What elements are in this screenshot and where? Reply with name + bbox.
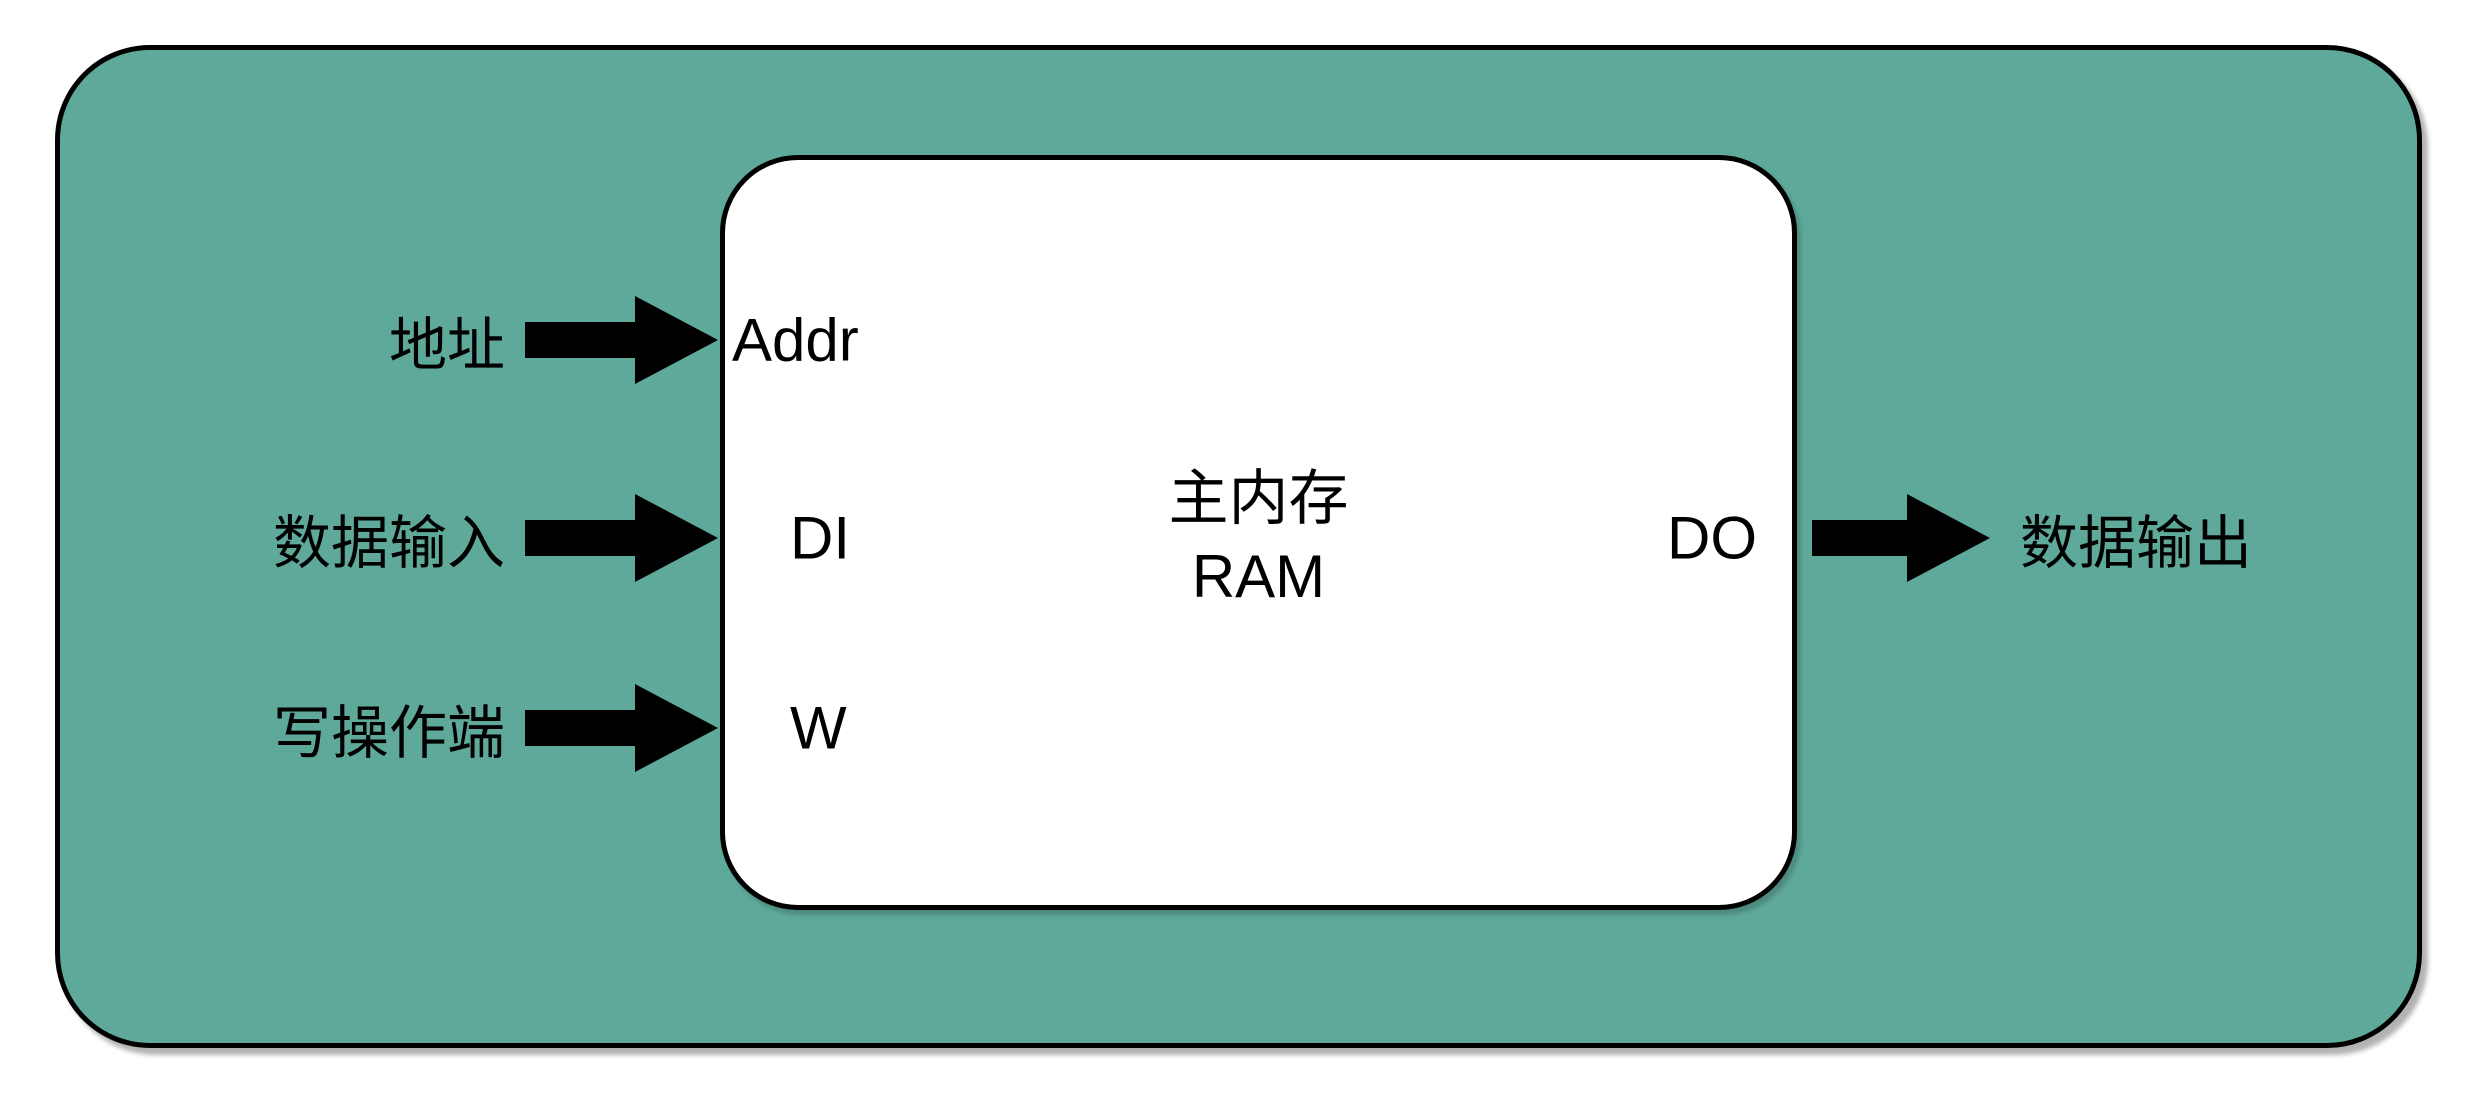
port-label-addr: Addr [732, 306, 859, 374]
ram-title-line2: RAM [1191, 543, 1326, 610]
ram-title-line1: 主内存 [1168, 465, 1349, 532]
input-label-address: 地址 [388, 313, 505, 378]
arrow-right-icon [1812, 492, 1992, 584]
input-label-data-in: 数据输入 [272, 511, 505, 576]
port-label-w: W [790, 694, 847, 762]
arrow-right-icon [525, 492, 720, 584]
output-row-data-out: 数据输出 [1812, 492, 2252, 584]
input-row-write-enable: 写操作端 [273, 682, 720, 774]
port-label-di: DI [790, 504, 850, 572]
arrow-right-icon [525, 294, 720, 386]
ram-title: 主内存 RAM [720, 460, 1797, 616]
ram-block [720, 155, 1797, 910]
input-label-write-enable: 写操作端 [272, 701, 505, 766]
input-row-data-in: 数据输入 [273, 492, 720, 584]
arrow-right-icon [525, 682, 720, 774]
output-label-data-out: 数据输出 [2020, 511, 2253, 576]
port-label-do: DO [1667, 504, 1757, 572]
input-row-address: 地址 [389, 294, 720, 386]
